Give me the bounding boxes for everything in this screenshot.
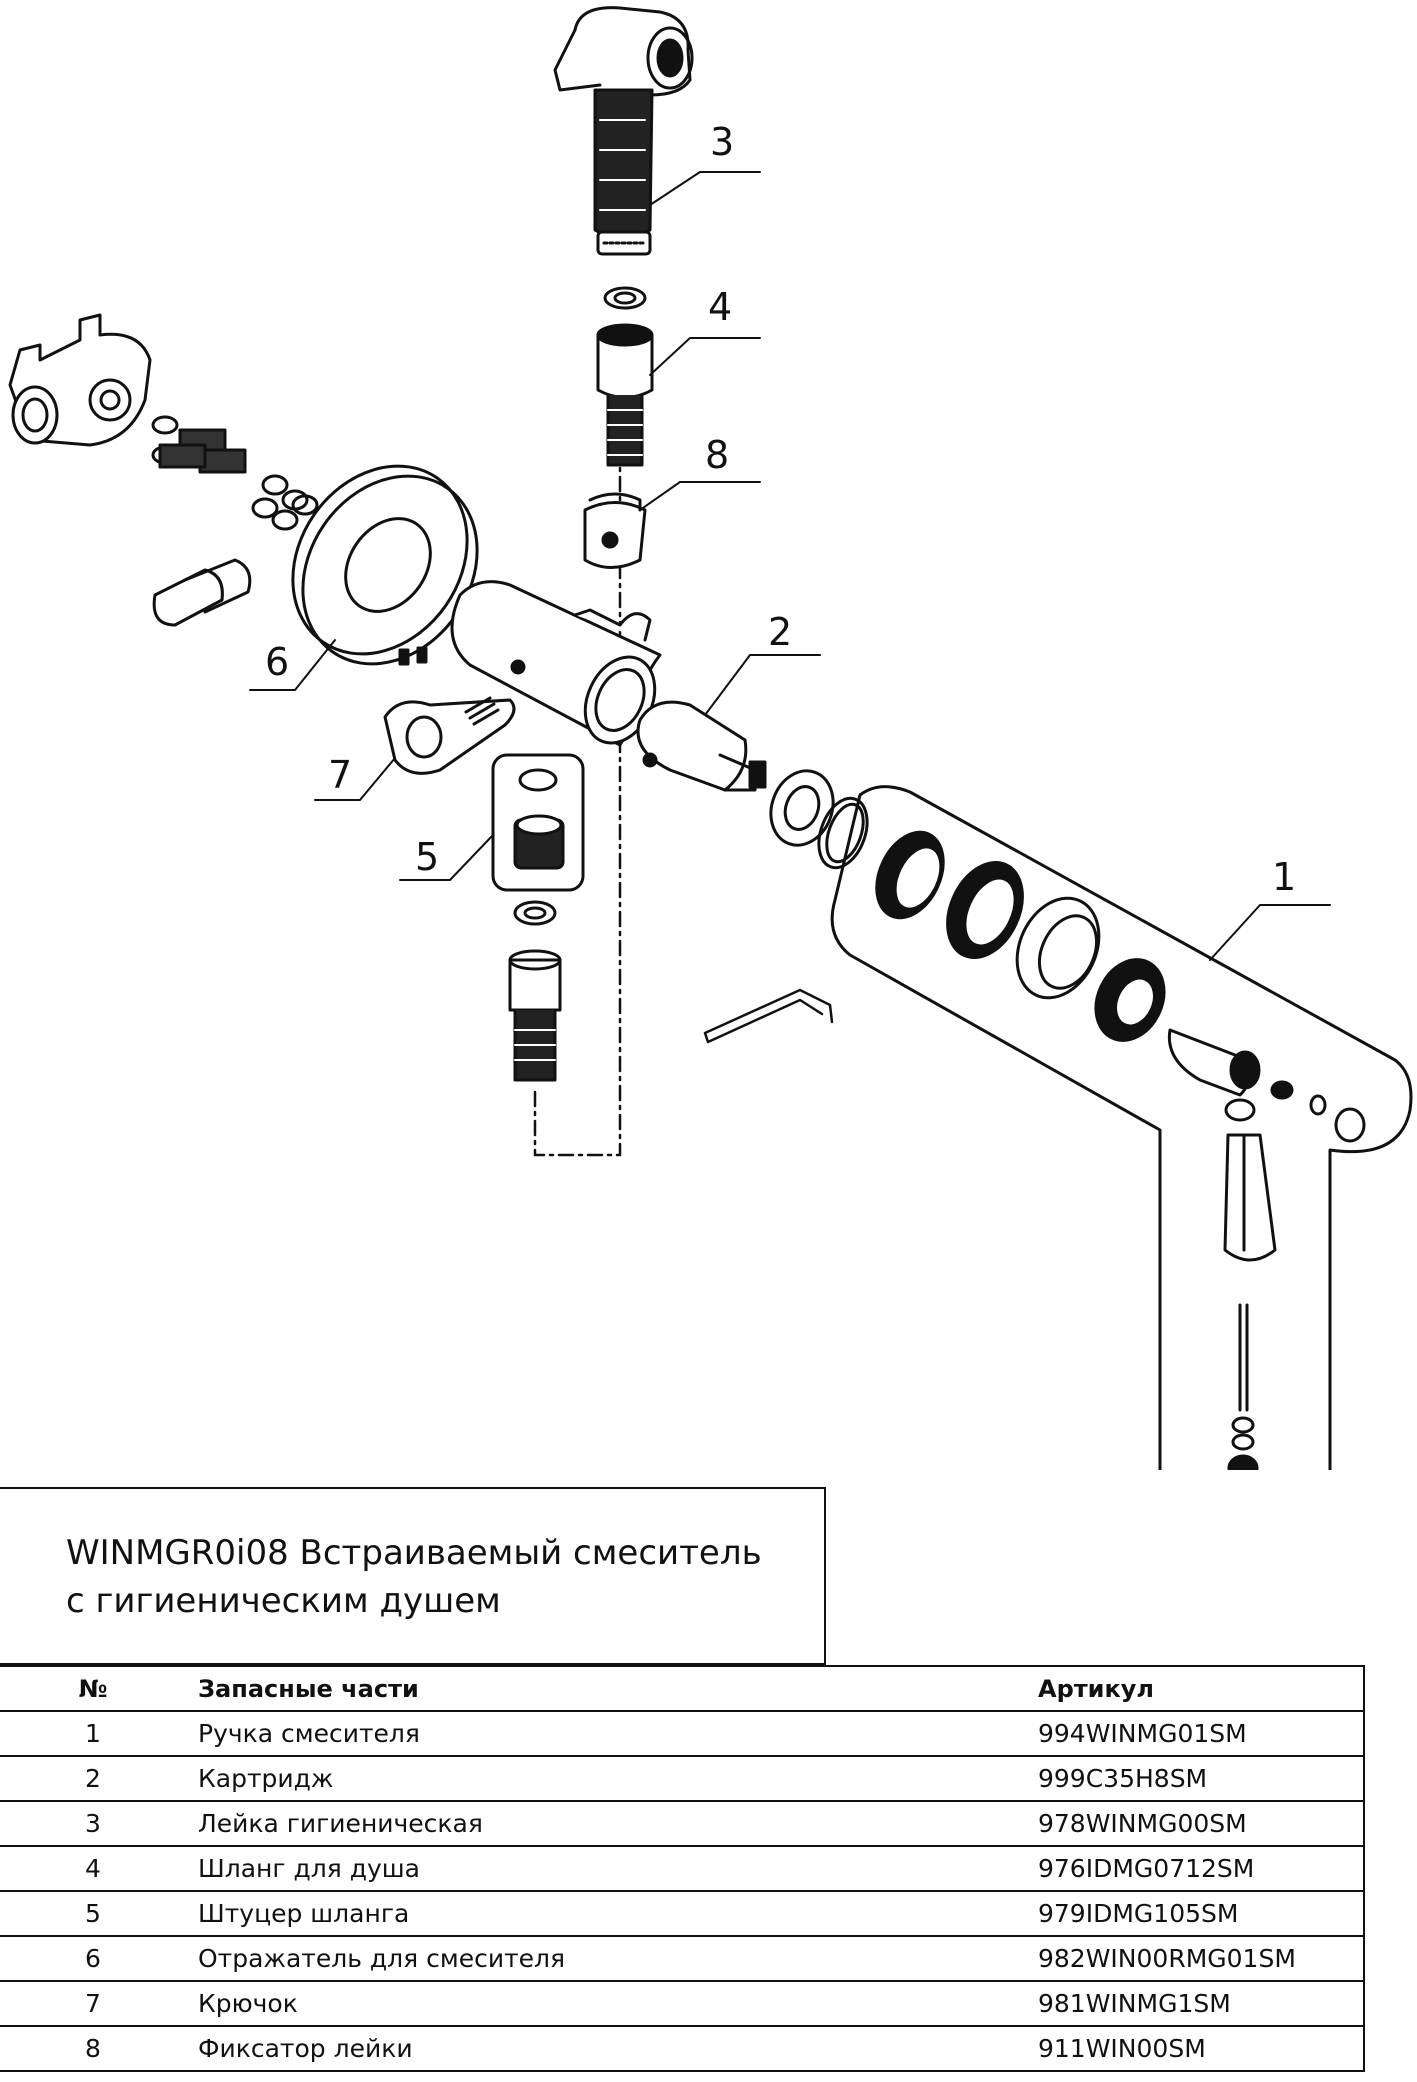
- hygienic-shower-head: [553, 6, 694, 256]
- shower-head-holder: [583, 492, 647, 569]
- part-article-cell: 911WIN00SM: [1034, 2025, 1364, 2072]
- part-number-cell: 7: [0, 1980, 186, 2027]
- title-box: WINMGR0i08 Встраиваемый смеситель с гиги…: [0, 1487, 826, 1665]
- part-name-cell: Картридж: [186, 1755, 1034, 1802]
- leader-line-5: [399, 834, 494, 881]
- callout-1: 1: [1272, 855, 1296, 899]
- mixer-body: [398, 580, 662, 747]
- header-article: Артикул: [1034, 1665, 1364, 1712]
- callout-2: 2: [768, 610, 792, 654]
- leader-line-6: [249, 639, 336, 691]
- part-number-cell: 1: [0, 1710, 186, 1757]
- callout-6: 6: [265, 640, 289, 684]
- shower-hose-top: [596, 286, 654, 467]
- product-title-line-2: с гигиеническим душем: [66, 1581, 501, 1621]
- part-name-cell: Отражатель для смесителя: [186, 1935, 1034, 1982]
- part-number-cell: 2: [0, 1755, 186, 1802]
- shower-hose-bottom: [508, 900, 562, 1082]
- retaining-nut: [769, 769, 869, 870]
- part-name-cell: Фиксатор лейки: [186, 2025, 1034, 2072]
- leader-line-1: [1209, 904, 1331, 961]
- part-article-cell: 979IDMG105SM: [1034, 1890, 1364, 1937]
- leader-line-7: [314, 757, 396, 801]
- leader-line-3: [649, 171, 761, 206]
- part-name-cell: Лейка гигиеническая: [186, 1800, 1034, 1847]
- part-article-cell: 978WINMG00SM: [1034, 1800, 1364, 1847]
- part-number-cell: 6: [0, 1935, 186, 1982]
- callout-8: 8: [705, 433, 729, 477]
- part-name-cell: Штуцер шланга: [186, 1890, 1034, 1937]
- callout-3: 3: [710, 120, 734, 164]
- part-number-cell: 8: [0, 2025, 186, 2072]
- hex-key-tool: [703, 988, 834, 1044]
- cartridge: [636, 700, 767, 792]
- header-number: №: [0, 1665, 186, 1712]
- callout-7: 7: [328, 753, 352, 797]
- part-name-cell: Крючок: [186, 1980, 1034, 2027]
- part-number-cell: 5: [0, 1890, 186, 1937]
- hose-fitting-group: [491, 753, 585, 892]
- valve-housing: [8, 313, 319, 627]
- header-part-name: Запасные части: [186, 1665, 1034, 1712]
- leader-line-2: [704, 654, 821, 716]
- centre-axis-line: [533, 388, 622, 1157]
- hook-part: [383, 696, 516, 775]
- product-title-line-1: WINMGR0i08 Встраиваемый смеситель: [66, 1533, 762, 1573]
- leader-line-8: [639, 481, 761, 511]
- part-name-cell: Ручка смесителя: [186, 1710, 1034, 1757]
- product-title: WINMGR0i08 Встраиваемый смеситель с гиги…: [66, 1529, 762, 1625]
- part-article-cell: 976IDMG0712SM: [1034, 1845, 1364, 1892]
- part-name-cell: Шланг для душа: [186, 1845, 1034, 1892]
- leader-line-4: [649, 337, 761, 376]
- exploded-view-diagram: 3 4 8 2 6 7 5 1: [8, 6, 1413, 1470]
- callout-5: 5: [415, 835, 439, 879]
- part-number-cell: 4: [0, 1845, 186, 1892]
- table-header-row: № Запасные части Артикул: [0, 1665, 1364, 1712]
- part-article-cell: 981WINMG1SM: [1034, 1980, 1364, 2027]
- part-article-cell: 999C35H8SM: [1034, 1755, 1364, 1802]
- callout-4: 4: [708, 285, 732, 329]
- escutcheon-plate: [291, 464, 479, 666]
- part-number-cell: 3: [0, 1800, 186, 1847]
- part-article-cell: 994WINMG01SM: [1034, 1710, 1364, 1757]
- handle-assembly-group: [830, 785, 1413, 1470]
- part-article-cell: 982WIN00RMG01SM: [1034, 1935, 1364, 1982]
